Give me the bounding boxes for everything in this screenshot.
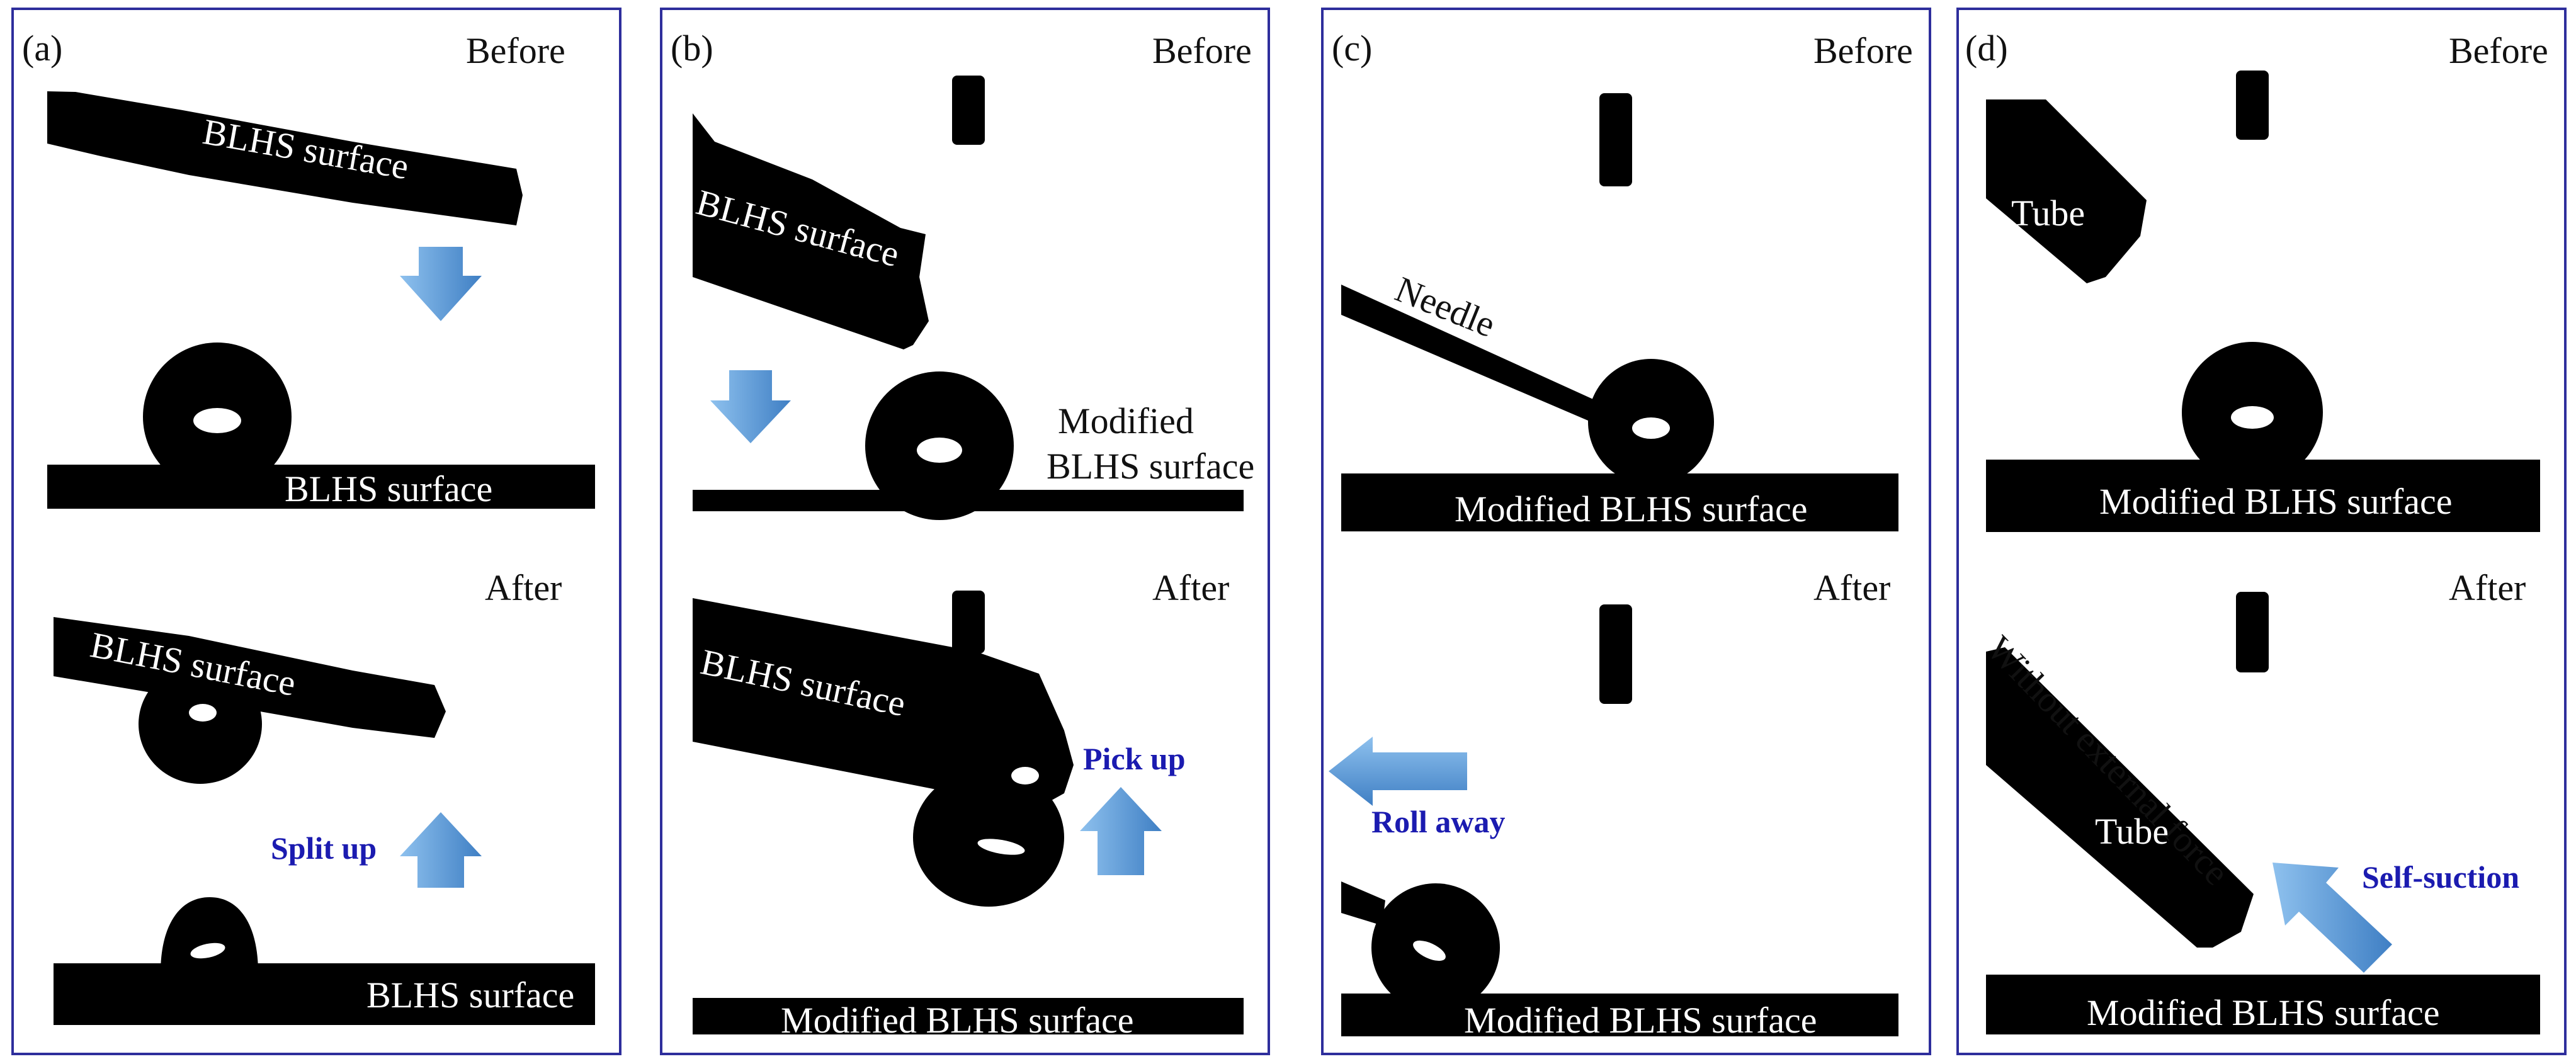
panel-d-tube-bottom-label: Tube	[2095, 811, 2169, 852]
panel-d-syringe-top	[2236, 71, 2269, 140]
panel-a-top-base	[47, 465, 595, 509]
panel-d-frame	[1956, 8, 2567, 1055]
panel-a-top-bar	[47, 91, 523, 225]
panel-b-before-label: Before	[1152, 30, 1252, 71]
panel-b-bottom-bar	[693, 598, 1074, 809]
panel-d-tube-bottom	[1986, 647, 2254, 948]
panel-b-modified-line1: Modified	[1058, 400, 1194, 441]
panel-b-needle-top	[952, 76, 985, 145]
panel-c-syringe-top	[1599, 93, 1632, 186]
panel-c-before-label: Before	[1813, 30, 1913, 71]
panel-c-letter: (c)	[1332, 28, 1373, 69]
panel-d: (d) Before Tube Modified BLHS surface Af…	[1945, 0, 2576, 1059]
panel-d-action-label: Self-suction	[2362, 859, 2519, 895]
panel-a-bottom-bar	[54, 617, 446, 738]
panel-c-left-arrow-icon	[1329, 737, 1467, 806]
panel-d-suction-arrow-icon	[2272, 863, 2392, 973]
panel-c-frame	[1321, 8, 1931, 1055]
panel-a-remaining-droplet	[161, 897, 258, 973]
panel-b-needle-bottom	[952, 591, 985, 654]
panel-c-droplet-highlight	[1632, 417, 1670, 439]
panel-d-bottom-base-label: Modified BLHS surface	[2087, 992, 2440, 1033]
panel-c-rolled-droplet-highlight	[1413, 940, 1446, 961]
panel-a-remaining-droplet-highlight	[190, 943, 225, 959]
panel-a-action-label: Split up	[271, 830, 377, 866]
panel-a-before-label: Before	[466, 30, 565, 71]
panel-d-top-base-label: Modified BLHS surface	[2099, 481, 2453, 522]
panel-a-up-arrow-icon	[400, 812, 482, 888]
panel-c-after-label: After	[1813, 567, 1891, 608]
panel-a-bottom-base	[54, 963, 595, 1025]
panel-b-picked-droplet-highlight	[977, 839, 1025, 855]
panel-b-bottom-base	[693, 998, 1244, 1034]
panel-b-bottom-base-label: Modified BLHS surface	[781, 1000, 1134, 1041]
panel-c-bottom-base	[1341, 994, 1898, 1036]
panel-a-upper-droplet-highlight	[189, 704, 217, 722]
panel-b-graphic	[660, 8, 1270, 1055]
panel-a-letter: (a)	[22, 28, 63, 69]
panel-d-after-label: After	[2449, 567, 2526, 608]
panel-b-after-label: After	[1152, 567, 1230, 608]
panel-d-top-base	[1986, 460, 2540, 532]
panel-c-syringe-bottom	[1599, 604, 1632, 704]
panel-b-picked-droplet	[913, 768, 1064, 907]
panel-a-down-arrow-icon	[400, 247, 482, 321]
panel-a-droplet-highlight	[193, 408, 241, 433]
panel-b-modified-line2: BLHS surface	[1047, 446, 1255, 487]
panel-d-graphic	[1956, 8, 2567, 1055]
panel-a-upper-droplet	[139, 664, 262, 784]
panel-d-letter: (d)	[1965, 28, 2008, 69]
panel-d-bottom-base	[1986, 975, 2540, 1034]
panel-c-action-label: Roll away	[1371, 804, 1506, 839]
panel-b-top-bar	[693, 113, 929, 349]
panel-b-frame	[660, 8, 1270, 1055]
panel-b-top-base	[693, 490, 1244, 511]
panel-c-graphic	[1321, 8, 1931, 1055]
panel-c: (c) Before Needle Modified BLHS surface …	[1303, 0, 1934, 1059]
panel-d-tube-top-label: Tube	[2011, 193, 2085, 234]
panel-b-bar-highlight	[1011, 767, 1039, 784]
panel-b-letter: (b)	[671, 28, 713, 69]
panel-c-top-base	[1341, 473, 1898, 531]
panel-b-droplet-highlight	[917, 438, 962, 463]
panel-a-bottom-base-label: BLHS surface	[366, 975, 575, 1016]
panel-d-tube-top	[1986, 99, 2147, 283]
panel-c-top-base-label: Modified BLHS surface	[1455, 489, 1808, 530]
panel-b-action-label: Pick up	[1083, 741, 1186, 776]
panel-b-down-arrow-icon	[710, 370, 791, 443]
panel-a-top-base-label: BLHS surface	[285, 468, 493, 509]
panel-c-bottom-base-label: Modified BLHS surface	[1464, 1000, 1817, 1041]
panel-d-droplet-highlight	[2231, 406, 2274, 429]
panel-b-up-arrow-icon	[1080, 787, 1162, 875]
panel-a-frame	[11, 8, 621, 1055]
panel-b: (b) Before BLHS surface Modified BLHS su…	[649, 0, 1279, 1059]
panel-d-syringe-bottom	[2236, 592, 2269, 672]
panel-a: (a) Before BLHS surface BLHS surface Aft…	[0, 0, 631, 1059]
panel-a-graphic	[11, 8, 621, 1055]
panel-c-needle	[1341, 285, 1615, 428]
panel-c-needle-bottom	[1341, 881, 1385, 926]
panel-a-after-label: After	[485, 567, 562, 608]
panel-d-before-label: Before	[2449, 30, 2548, 71]
